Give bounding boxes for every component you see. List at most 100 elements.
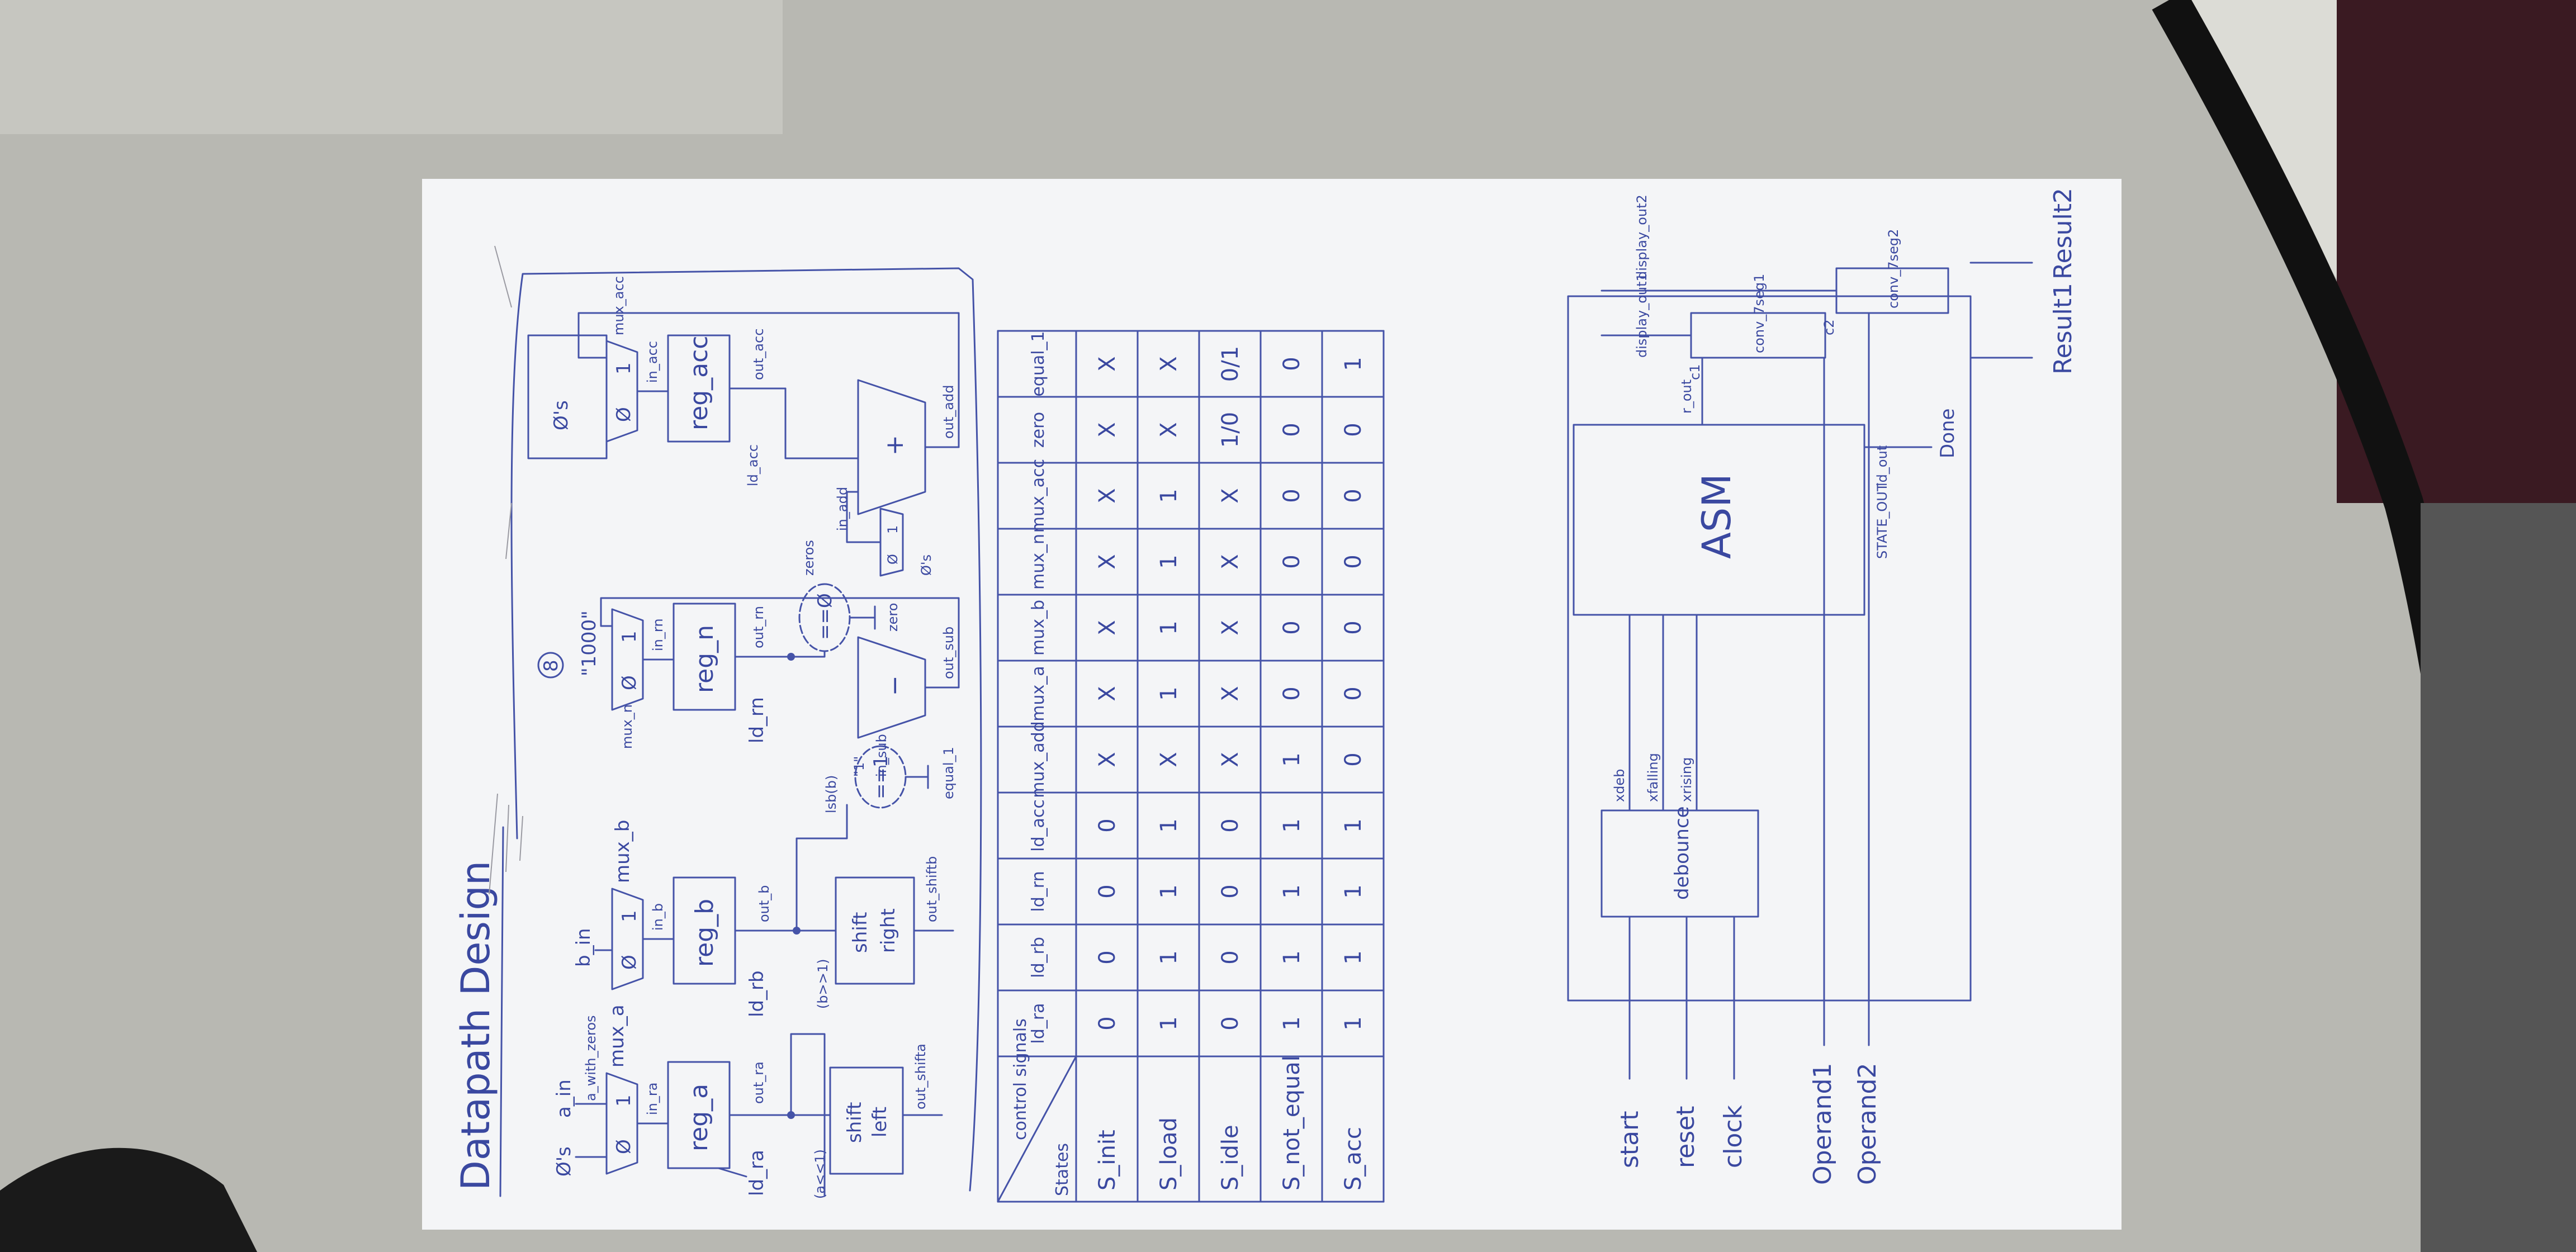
datapath-diagram: Ø's a_in a_with_zeros Ø 1 mux_a in_ra re… — [489, 245, 982, 1199]
table-header-zero: zero — [1029, 412, 1048, 448]
table-header-ld-ra: ld_ra — [1029, 1003, 1048, 1044]
asm-ld-out: ld_out — [1874, 445, 1890, 486]
debounce-out-xrising: xrising — [1679, 757, 1694, 802]
debounce-label: debounce — [1671, 806, 1693, 900]
conv-7seg-2-label: conv_7seg2 — [1886, 229, 1901, 309]
reg-acc-ld: ld_acc — [745, 444, 761, 486]
reg-a-mux-sel: mux_a — [606, 1004, 628, 1068]
title-underline — [499, 826, 504, 1197]
reg-b-mux-out: in_b — [650, 903, 666, 931]
reg-a-mux-label0: Ø — [613, 1139, 635, 1154]
table-state-s-acc: S_acc — [1341, 1127, 1366, 1191]
acc-mux-label1: 1 — [613, 362, 635, 374]
table-cell: 1 — [1341, 884, 1366, 898]
reg-a-group: Ø's a_in a_with_zeros Ø 1 mux_a in_ra re… — [553, 1004, 943, 1199]
table-cell: 1 — [1156, 620, 1182, 634]
reg-b-tag: (b>>1) — [815, 959, 831, 1009]
reg-b-mux-label0: Ø — [618, 955, 641, 970]
table-cell: 0 — [1341, 752, 1366, 766]
reg-acc-out: out_acc — [751, 329, 766, 380]
reg-n-cmp: ==Ø — [814, 593, 836, 640]
top-level-frame — [1567, 295, 1972, 1002]
operand-1: Operand1 — [1808, 1063, 1837, 1185]
table-cell: 0 — [1279, 489, 1305, 502]
shift-right-label-2: right — [877, 908, 899, 953]
shift-left-label-1: shift — [844, 1102, 866, 1143]
table-cell: X — [1095, 752, 1120, 767]
operand-2: Operand2 — [1853, 1063, 1882, 1185]
equal1-flag: equal_1 — [941, 747, 956, 799]
page-title: Datapath Design — [453, 861, 499, 1191]
table-cell: X — [1156, 356, 1182, 371]
table-cell: X — [1095, 356, 1120, 371]
zero-flag: zero — [885, 603, 901, 632]
table-cell: 0 — [1341, 686, 1366, 700]
table-cell: 1 — [1156, 554, 1182, 568]
reg-a-tag: (a<<1) — [812, 1149, 828, 1199]
table-corner-diagonal — [997, 1055, 1077, 1203]
table-cell: X — [1218, 488, 1243, 503]
table-cell: 0 — [1218, 884, 1243, 898]
add-in: in_add — [835, 487, 850, 531]
reg-a-out: out_ra — [751, 1061, 766, 1104]
clk-mark-1: c1 — [1687, 364, 1703, 380]
table-header-mux-add: mux_add — [1029, 721, 1048, 798]
table-cell: 0 — [1095, 950, 1120, 964]
dark-edge — [2421, 503, 2576, 1252]
acc-mux-sel: mux_acc — [611, 276, 627, 335]
table-cell: 0 — [1341, 489, 1366, 502]
table-cell: 1 — [1341, 357, 1366, 371]
reg-a-ld: ld_ra — [746, 1150, 768, 1196]
table-cell: 0 — [1095, 818, 1120, 832]
reg-n-mux — [611, 608, 644, 711]
input-clock: clock — [1719, 1104, 1748, 1168]
reg-n-ld: ld_rn — [746, 697, 768, 743]
table-cell: 1 — [1279, 818, 1305, 832]
table-cell: X — [1095, 620, 1120, 635]
table-header-mux-acc: mux_acc — [1029, 459, 1048, 533]
reg-n-mux-out: in_rn — [650, 618, 666, 651]
table-corner-top: control signals — [1011, 1018, 1030, 1140]
add-mux-in: Ø's — [918, 554, 934, 576]
subtractor — [857, 636, 926, 739]
reg-n-group: 8 "1000" Ø 1 mux_n in_rn reg_n ld_rn out… — [537, 540, 960, 777]
table-state-s-init: S_init — [1095, 1130, 1120, 1191]
reg-n-const: "1000" — [578, 610, 600, 676]
debounce-box — [1600, 809, 1759, 918]
reg-n-mux-label0: Ø — [618, 675, 641, 690]
reg-a-mux-in2: a_with_zeros — [583, 1015, 599, 1101]
table-cell: 0 — [1341, 620, 1366, 634]
display-out-1: display_out1 — [1634, 273, 1650, 358]
reg-n-label: reg_n — [690, 625, 719, 693]
reg-a-shift-out: out_shifta — [913, 1044, 929, 1109]
reg-a-mux-in1: a_in — [553, 1079, 575, 1118]
table-cell: 0/1 — [1218, 346, 1243, 382]
reg-a-mux-label1: 1 — [613, 1094, 635, 1107]
table-header-mux-n: mux_n — [1029, 534, 1048, 590]
table-cell: 1 — [1156, 489, 1182, 502]
table-cell: X — [1095, 422, 1120, 437]
clk-mark-2: c2 — [1821, 320, 1837, 335]
desk-shadow-top — [0, 0, 783, 134]
reg-acc-label: reg_acc — [685, 336, 713, 430]
reg-a-label: reg_a — [685, 1084, 713, 1151]
reg-b-mux-in: b_in — [572, 928, 595, 967]
table-cell: X — [1095, 488, 1120, 503]
top-level-diagram: start reset clock Operand1 Operand2 debo… — [1567, 188, 2077, 1185]
table-cell: X — [1218, 752, 1243, 767]
acc-mux-in: Ø's — [550, 400, 572, 430]
shift-right-label-1: shift — [849, 912, 872, 953]
table-header-mux-a: mux_a — [1029, 666, 1048, 721]
table-header-ld-acc: ld_acc — [1029, 799, 1048, 852]
add-mux-label1: 1 — [885, 525, 901, 534]
result-1: Result1 — [2049, 283, 2077, 374]
table-cell: 0 — [1218, 818, 1243, 832]
debounce-out-xdeb: xdeb — [1612, 769, 1627, 802]
table-cell: 0 — [1279, 554, 1305, 568]
table-cell: 0 — [1279, 686, 1305, 700]
reg-n-out: out_rn — [751, 606, 766, 648]
table-cell: 1 — [1156, 1016, 1182, 1030]
table-header-ld-rn: ld_rn — [1029, 871, 1048, 912]
acc-frame — [527, 334, 608, 459]
table-cell: X — [1156, 752, 1182, 767]
